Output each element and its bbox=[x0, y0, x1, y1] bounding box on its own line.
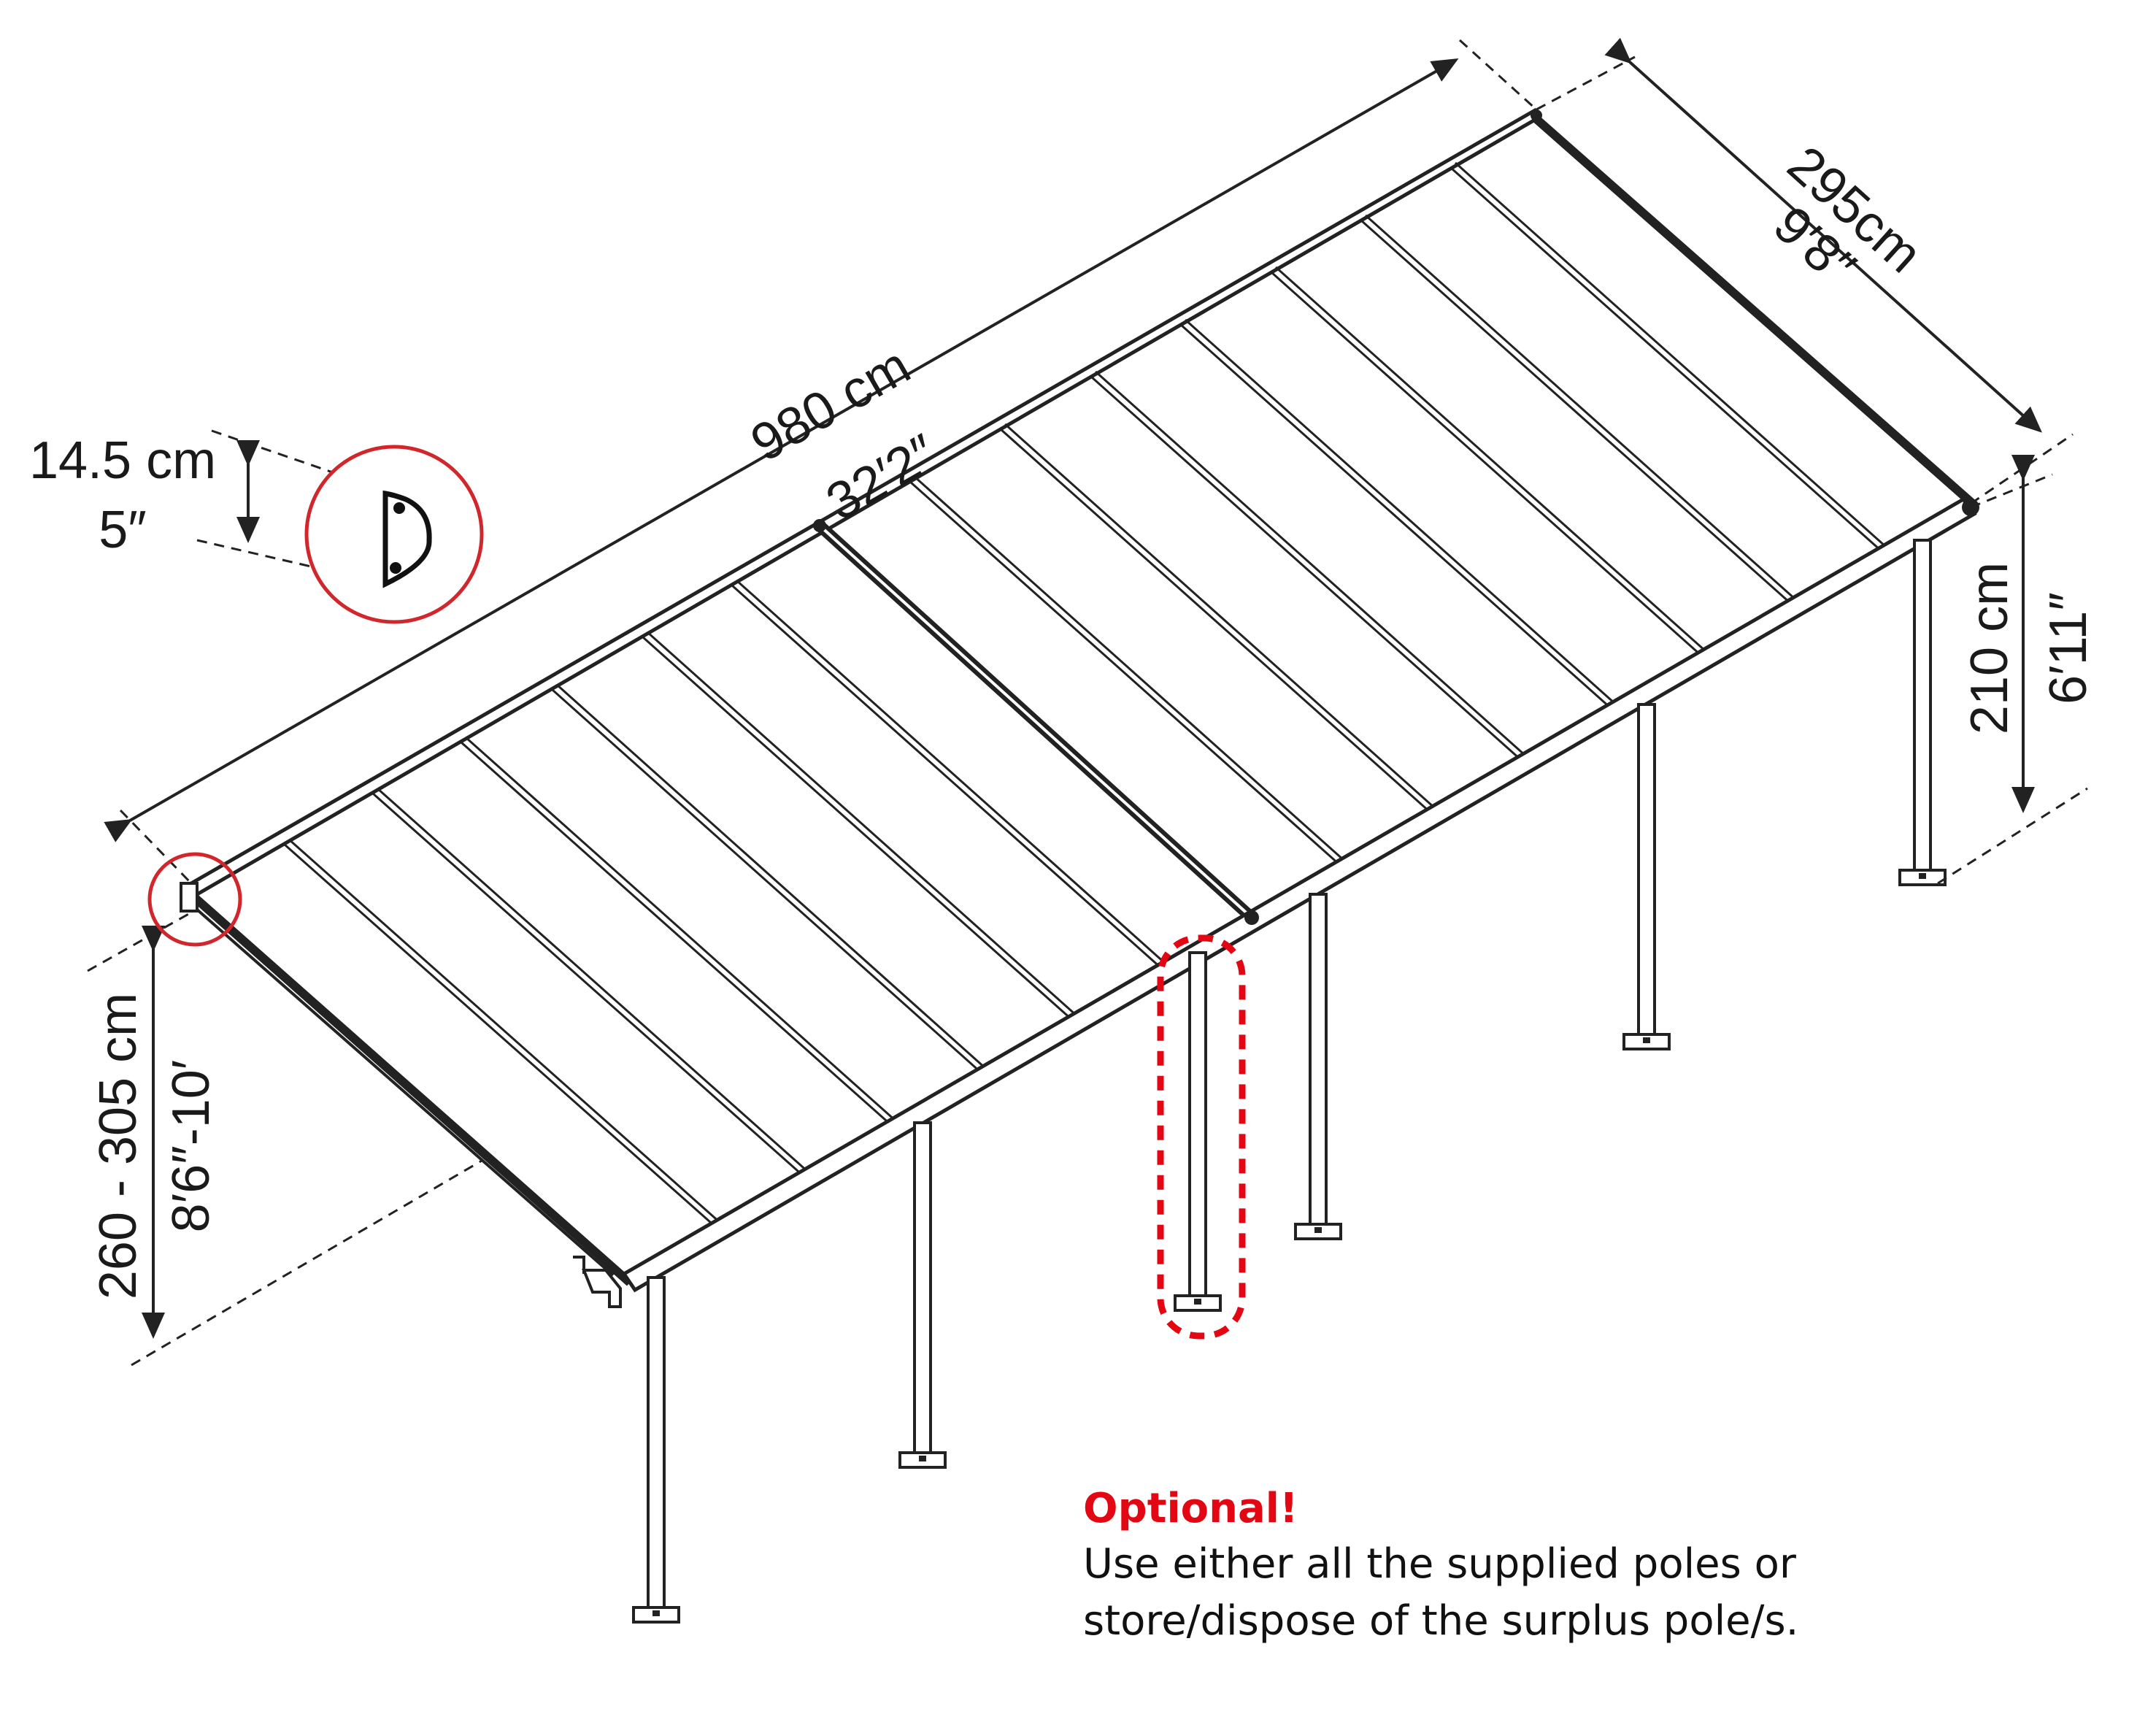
gutter-detail bbox=[304, 445, 484, 624]
optional-pole bbox=[1174, 951, 1222, 1312]
gutter-profile-icon bbox=[382, 490, 432, 588]
pole bbox=[898, 1121, 947, 1469]
optional-note-line-2: store/dispose of the surplus pole/s. bbox=[1083, 1597, 1799, 1645]
length-dimension-arrow bbox=[104, 58, 1459, 842]
back-height-cm-label: 210 cm bbox=[1960, 562, 2019, 734]
pole bbox=[632, 1276, 680, 1624]
gutter-cm-label: 14.5 cm bbox=[29, 431, 216, 490]
back-height-imperial-label: 6′11″ bbox=[2039, 592, 2098, 704]
roof bbox=[180, 107, 1979, 1308]
optional-note-title: Optional! bbox=[1083, 1485, 1298, 1532]
optional-note-line-1: Use either all the supplied poles or bbox=[1083, 1540, 1796, 1588]
dimension-lines bbox=[87, 37, 2088, 1367]
optional-pole-highlight bbox=[1157, 934, 1246, 1340]
front-height-imperial-label: 8′6″-10′ bbox=[162, 1060, 220, 1233]
gutter-imperial-label: 5″ bbox=[99, 501, 147, 559]
left-end-rafter bbox=[190, 893, 633, 1286]
roof-panel bbox=[190, 116, 1976, 1286]
optional-note: Optional! Use either all the supplied po… bbox=[1083, 1482, 1798, 1650]
poles bbox=[632, 539, 1947, 1624]
front-height-cm-label: 260 - 305 cm bbox=[89, 993, 147, 1299]
pole bbox=[1622, 703, 1671, 1050]
pole bbox=[1294, 893, 1342, 1240]
pole bbox=[1898, 539, 1947, 886]
end-cap-detail-circle bbox=[147, 852, 242, 947]
depth-dimension-arrow bbox=[1604, 37, 2042, 433]
downspout bbox=[582, 1269, 622, 1308]
